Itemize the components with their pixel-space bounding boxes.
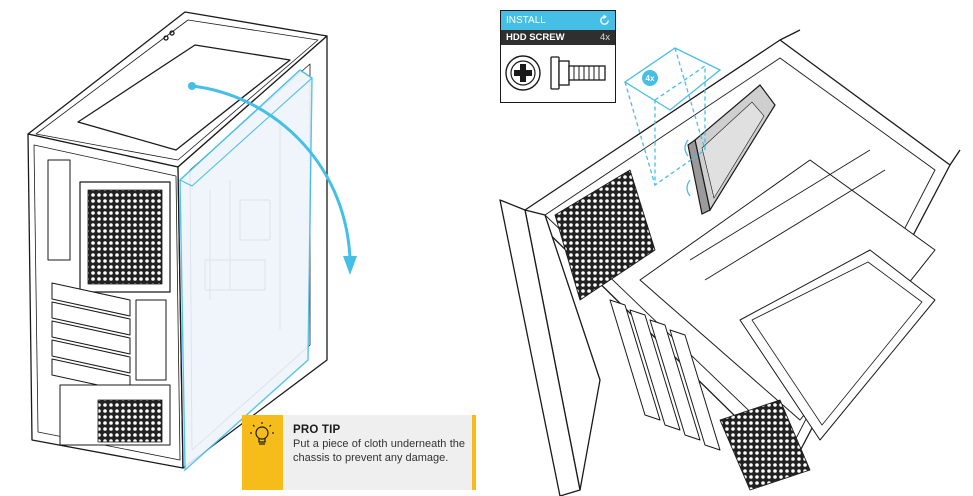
refresh-icon [600,14,609,25]
rotate-arrow-icon [188,82,357,275]
install-screw-panel: INSTALL HDD SCREW 4x [500,10,616,103]
install-label: INSTALL [506,15,546,26]
hdd-drive [687,84,776,215]
callout-quantity: 4x [646,74,655,83]
case-glass-panel-illustration [27,11,357,472]
screw-side-icon [550,56,606,90]
hdd-install-illustration: 4x [499,29,961,496]
screw-type-bar: HDD SCREW 4x [501,30,615,45]
screw-label: HDD SCREW [506,32,565,43]
screw-count: 4x [599,32,610,43]
screw-head-icon [505,55,541,91]
install-header: INSTALL [501,11,615,30]
quantity-callout: 4x [642,70,658,86]
tip-icon-box [242,415,283,490]
pro-tip-title: PRO TIP [293,424,341,436]
tip-accent-bar [472,415,476,490]
pro-tip-body: Put a piece of cloth underneath the chas… [293,438,465,464]
screw-drawing [505,55,606,91]
lightbulb-icon [250,422,274,445]
pro-tip-box: PRO TIP Put a piece of cloth underneath … [242,415,476,490]
